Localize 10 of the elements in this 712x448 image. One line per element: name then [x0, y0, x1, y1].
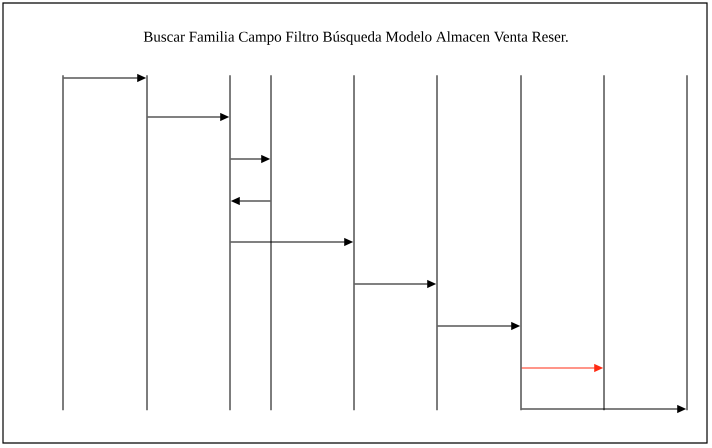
lifeline [436, 75, 438, 410]
title: Buscar Familia Campo Filtro Búsqueda Modelo Almacen Venta Reser. [144, 31, 568, 45]
lifeline [229, 75, 231, 410]
lifeline [146, 75, 148, 410]
lifeline [270, 75, 272, 410]
lifeline [603, 75, 605, 410]
lifeline [353, 75, 355, 410]
lifeline [62, 75, 64, 410]
lifeline [686, 75, 688, 410]
lifeline [520, 75, 522, 410]
